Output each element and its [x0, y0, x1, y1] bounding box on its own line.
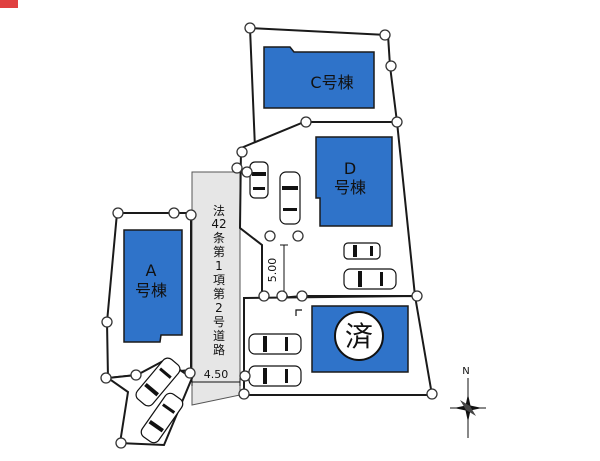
boundary-point	[258, 290, 270, 302]
road-label-char: 法	[213, 204, 225, 218]
boundary-point	[296, 290, 308, 302]
building-d	[315, 136, 393, 227]
boundary-points	[100, 22, 438, 449]
car	[248, 365, 302, 387]
road-label-char: 条	[213, 231, 225, 245]
boundary-point	[236, 146, 248, 158]
building-d-label-line2: 号棟	[334, 178, 366, 197]
sold-badge-label: 済	[345, 320, 373, 353]
boundary-point	[112, 207, 124, 219]
boundary-point	[238, 388, 250, 400]
boundary-point	[411, 290, 423, 302]
boundary-point	[239, 370, 251, 382]
boundary-point	[244, 22, 256, 34]
dimension-width-label: 4.50	[204, 368, 229, 381]
boundary-point	[241, 166, 253, 178]
dimension-width: 4.50	[191, 368, 241, 386]
sold-badge: 済	[334, 311, 384, 361]
compass-rose: N	[450, 366, 486, 438]
boundary-point	[300, 116, 312, 128]
boundary-point	[185, 209, 197, 221]
boundary-point	[276, 290, 288, 302]
building-a	[123, 229, 183, 343]
road-label: 法 42 条 第 1 項 第 2 号 道 路	[211, 204, 226, 357]
building-a-label-line1: A	[146, 261, 157, 280]
boundary-point	[264, 230, 276, 242]
dimension-length-label: 5.00	[266, 258, 279, 283]
car	[248, 333, 302, 355]
road-label-char: 道	[213, 329, 225, 343]
car	[140, 392, 184, 444]
car	[343, 268, 397, 290]
boundary-point	[168, 207, 180, 219]
boundary-point	[231, 162, 243, 174]
building-c	[263, 46, 375, 109]
road-label-char: 路	[213, 342, 225, 357]
road-label-char: 第	[213, 287, 225, 301]
compass-north-label: N	[462, 366, 469, 377]
car	[135, 357, 181, 407]
red-corner-mark	[0, 0, 18, 8]
entrance-marker	[295, 309, 302, 316]
boundary-point	[426, 388, 438, 400]
boundary-point	[292, 230, 304, 242]
building-d-label-line1: D	[344, 159, 356, 178]
boundary-point	[115, 437, 127, 449]
building-a-label-line2: 号棟	[135, 281, 167, 300]
boundary-point	[130, 369, 142, 381]
road-label-char: 42	[211, 217, 226, 231]
road-label-char: 1	[215, 259, 223, 273]
boundary-point	[385, 60, 397, 72]
boundary-point	[379, 29, 391, 41]
road-label-char: 2	[215, 301, 223, 315]
boundary-point	[391, 116, 403, 128]
road-label-char: 号	[213, 315, 225, 329]
car	[343, 242, 381, 260]
boundary-point	[100, 372, 112, 384]
car	[249, 161, 269, 199]
boundary-point	[101, 316, 113, 328]
boundary-point	[184, 367, 196, 379]
car	[279, 171, 301, 225]
building-c-label: C号棟	[310, 73, 353, 92]
road-label-char: 項	[213, 273, 225, 287]
road-label-char: 第	[213, 245, 225, 259]
